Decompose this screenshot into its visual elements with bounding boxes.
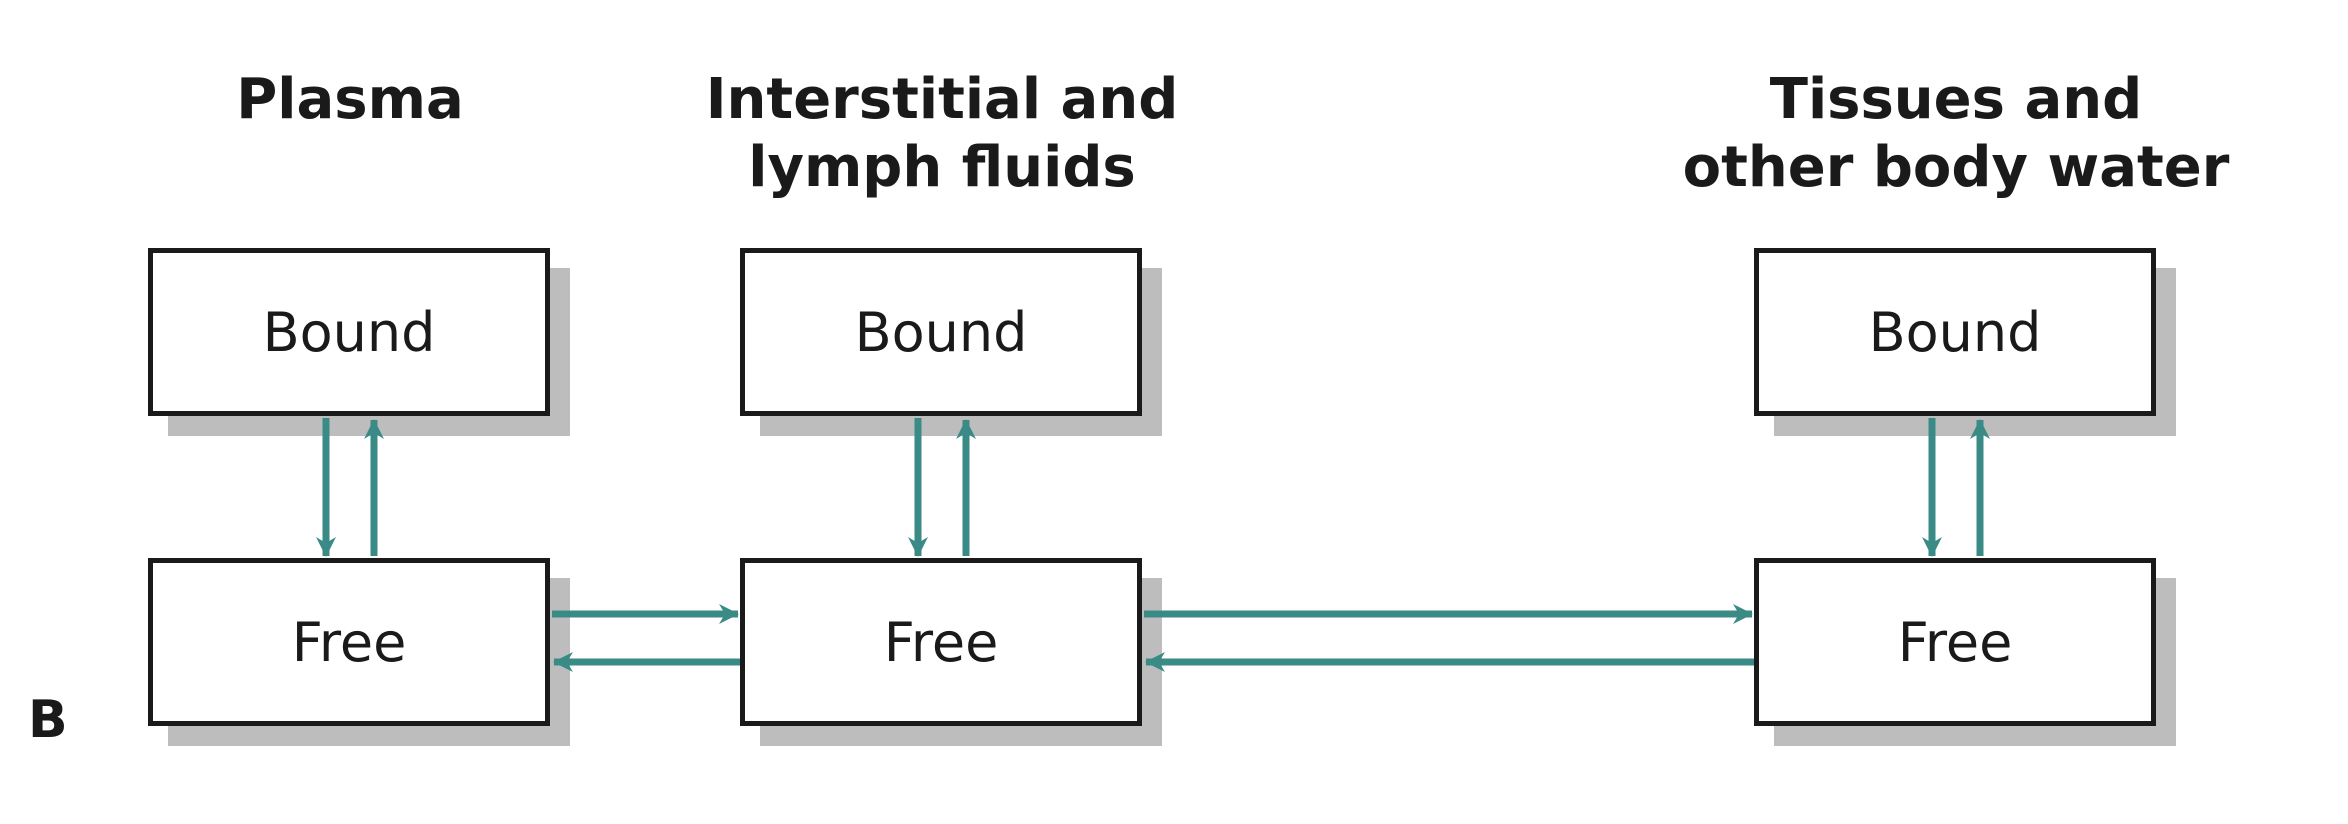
tissues-free-label: Free bbox=[1897, 610, 2013, 674]
plasma-free-box: Free bbox=[148, 558, 550, 726]
tissues-free-box: Free bbox=[1754, 558, 2156, 726]
plasma-heading-line-1: Plasma bbox=[236, 67, 464, 132]
plasma-heading: Plasma bbox=[30, 66, 670, 134]
tissues-bound-box: Bound bbox=[1754, 248, 2156, 416]
plasma-bound-box: Bound bbox=[148, 248, 550, 416]
interstitial-free-label: Free bbox=[883, 610, 999, 674]
interstitial-heading: Interstitial and lymph fluids bbox=[622, 66, 1262, 202]
tissues-heading-line-1: Tissues and bbox=[1769, 67, 2143, 132]
interstitial-heading-line-1: Interstitial and bbox=[705, 67, 1179, 132]
tissues-bound-label: Bound bbox=[1868, 300, 2042, 364]
plasma-free-label: Free bbox=[291, 610, 407, 674]
plasma-bound-label: Bound bbox=[262, 300, 436, 364]
interstitial-bound-label: Bound bbox=[854, 300, 1028, 364]
panel-label: B bbox=[28, 690, 68, 750]
interstitial-free-box: Free bbox=[740, 558, 1142, 726]
tissues-heading: Tissues and other body water bbox=[1636, 66, 2276, 202]
tissues-heading-line-2: other body water bbox=[1682, 135, 2230, 200]
interstitial-heading-line-2: lymph fluids bbox=[748, 135, 1136, 200]
interstitial-bound-box: Bound bbox=[740, 248, 1142, 416]
